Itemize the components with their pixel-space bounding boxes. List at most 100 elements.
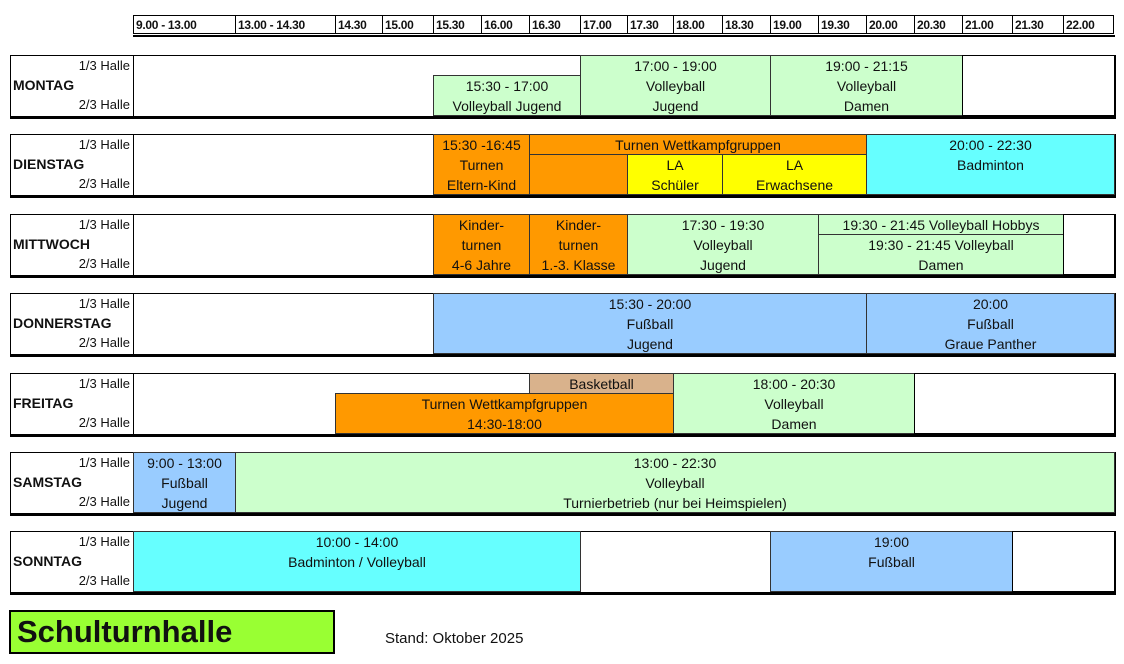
upper-hall-label: 1/3 Halle (78, 296, 130, 311)
time-slot-header: 14.30 (335, 15, 382, 34)
block-text: Turnen Wettkampfgruppen (421, 396, 588, 412)
block-text: Basketball (569, 376, 634, 392)
block-text: Jugend (700, 257, 746, 273)
empty-slot (529, 154, 628, 195)
day-name: MITTWOCH (13, 236, 90, 252)
time-slot-header: 19.30 (818, 15, 866, 34)
block-text: 14:30-18:00 (467, 416, 542, 432)
block-text: 9:00 - 13:00 (147, 455, 222, 471)
block-text: Jugend (652, 98, 699, 114)
time-slot-header: 18.30 (722, 15, 770, 34)
block-text: 19:30 - 21:45 Volleyball (868, 237, 1014, 253)
block-text: 15:30 - 17:00 (465, 78, 549, 94)
block-text: LA (785, 157, 804, 173)
block-text: Volleyball (764, 396, 824, 412)
block-text: Volleyball Jugend (452, 98, 562, 114)
day-name: DIENSTAG (13, 156, 85, 172)
block-text: Volleyball (645, 78, 706, 94)
upper-hall-label: 1/3 Halle (78, 137, 130, 152)
block-text: Jugend (161, 495, 208, 511)
block-text: 19:00 (873, 534, 910, 550)
block-text: turnen (558, 237, 599, 253)
block-text: Erwachsene (755, 177, 834, 193)
block-text: Fußball (868, 554, 915, 570)
block-text: turnen (461, 237, 502, 253)
time-slot-header: 15.00 (382, 15, 433, 34)
block-text: Graue Panther (944, 336, 1037, 352)
block-text: 15:30 -16:45 (442, 137, 521, 153)
lower-hall-label: 2/3 Halle (78, 256, 130, 271)
stand-date: Stand: Oktober 2025 (385, 630, 524, 647)
time-slot-header: 21.30 (1012, 15, 1063, 34)
time-slot-header: 21.00 (962, 15, 1012, 34)
block-text: Turnen Wettkampfgruppen (615, 137, 781, 153)
block-text: Fußball (161, 475, 208, 491)
block-text: Damen (771, 416, 817, 432)
block-text: Kinder- (555, 217, 602, 233)
schedule-block: 19:30 - 21:45 Volleyball Hobbys (818, 214, 1064, 235)
empty-slot (1012, 531, 1115, 592)
empty-slot (1063, 214, 1115, 275)
block-text: 20:00 (972, 296, 1009, 312)
day-name: MONTAG (13, 77, 75, 93)
block-text: Volleyball (836, 78, 897, 94)
block-text: Volleyball (693, 237, 753, 253)
block-text: Badminton / Volleyball (288, 554, 426, 570)
lower-hall-label: 2/3 Halle (78, 176, 130, 191)
day-name: SONNTAG (13, 553, 82, 569)
time-slot-header: 20.00 (866, 15, 914, 34)
block-text: Turnen (459, 157, 504, 173)
empty-slot (914, 373, 1115, 434)
time-slot-header: 19.00 (770, 15, 818, 34)
lower-hall-label: 2/3 Halle (78, 494, 130, 509)
empty-slot (962, 55, 1115, 116)
schedule-block: Turnen Wettkampfgruppen 14:30-18:00 (335, 393, 674, 434)
block-text: LA (666, 157, 684, 173)
time-slot-header: 22.00 (1063, 15, 1114, 34)
schedule-block: Turnen Wettkampfgruppen (529, 134, 867, 155)
time-slot-header: 15.30 (433, 15, 481, 34)
block-text: Volleyball (645, 475, 705, 491)
block-text: Fußball (967, 316, 1014, 332)
lower-hall-label: 2/3 Halle (78, 97, 130, 112)
day-name: DONNERSTAG (13, 315, 112, 331)
schedule-block: Basketball (529, 373, 674, 394)
time-slot-header: 16.30 (529, 15, 580, 34)
block-text: Badminton (957, 157, 1024, 173)
time-slot-header: 13.00 - 14.30 (235, 15, 335, 34)
lower-hall-label: 2/3 Halle (78, 335, 130, 350)
upper-hall-label: 1/3 Halle (78, 534, 130, 549)
block-text: 18:00 - 20:30 (752, 376, 836, 392)
block-text: 20:00 - 22:30 (949, 137, 1032, 153)
block-text: 15:30 - 20:00 (608, 296, 692, 312)
block-text: Fußball (626, 316, 674, 332)
block-text: 1.-3. Klasse (541, 257, 616, 273)
block-text: Damen (843, 98, 890, 114)
block-text: 17:30 - 19:30 (681, 217, 765, 233)
time-slot-header: 17.00 (580, 15, 627, 34)
block-text: 17:00 - 19:00 (634, 58, 717, 74)
day-name: FREITAG (13, 395, 74, 411)
page-title: Schulturnhalle (9, 610, 335, 654)
upper-hall-label: 1/3 Halle (78, 217, 130, 232)
block-text: 10:00 - 14:00 (315, 534, 399, 550)
block-text: Jugend (627, 336, 673, 352)
upper-hall-label: 1/3 Halle (78, 376, 130, 391)
lower-hall-label: 2/3 Halle (78, 573, 130, 588)
time-slot-header: 18.00 (673, 15, 722, 34)
